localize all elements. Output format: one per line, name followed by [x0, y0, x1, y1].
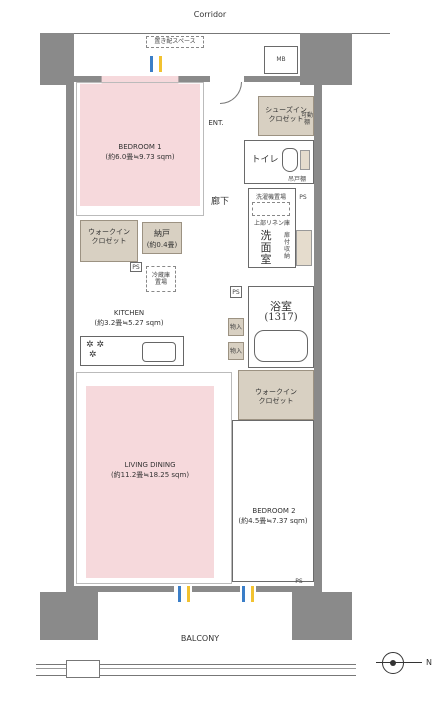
bathroom: [248, 286, 314, 368]
entrance-label: ENT.: [208, 119, 224, 127]
linen-shelf-label: 上部リネン庫: [253, 220, 290, 227]
ps3-label: PS: [232, 289, 240, 296]
wall-left: [66, 80, 74, 592]
storeroom-label: 納戸: [154, 229, 170, 238]
wall-bottom-mid: [192, 586, 240, 592]
balcony-railing: [36, 664, 356, 676]
fridge-space: [146, 266, 176, 292]
washroom-label: 洗 面 室: [260, 229, 272, 266]
kitchen-area: (約3.2畳≒5.27 sqm): [94, 319, 164, 327]
entrance-door: [220, 82, 242, 104]
compass-north: N: [426, 658, 432, 667]
balcony-label: BALCONY: [180, 634, 220, 643]
bedroom1-fill: [80, 76, 200, 206]
bedroom1-area: (約6.0畳≒9.73 sqm): [105, 153, 175, 161]
ps2-box: [130, 262, 142, 272]
stove-icon: ✲ ✲ ✲: [86, 340, 104, 360]
washroom: [248, 188, 296, 268]
delivery-space: [146, 36, 204, 48]
walkin-closet2: [238, 370, 314, 420]
kitchen-label: KITCHEN: [113, 309, 145, 317]
storage2-label: 物入: [229, 348, 242, 355]
storeroom-area: (約0.4畳): [146, 241, 178, 249]
delivery-space-label: 置き配スペース: [154, 38, 196, 45]
wall-bottom-left: [66, 586, 174, 592]
storeroom: [142, 222, 182, 254]
bedroom1-wall: [76, 82, 204, 216]
mb-label: MB: [276, 56, 286, 63]
balcony-railing-inner: [36, 668, 356, 669]
ps3-box: [230, 286, 242, 298]
fridge-space-label: 冷蔵庫 置場: [151, 272, 170, 286]
walkin-closet1: [80, 220, 138, 262]
vent-top-icon: [150, 56, 162, 72]
storage1: [228, 318, 244, 336]
storage2: [228, 342, 244, 360]
living-dining-area: (約11.2畳≒18.25 sqm): [110, 471, 190, 479]
toilet-shelf-label: 吊戸棚: [287, 176, 306, 183]
walkin-closet2-label: ウォークイン クロゼット: [255, 388, 297, 405]
column-bottom-right: [292, 592, 352, 640]
compass-dot: [390, 660, 396, 666]
toilet-sink: [300, 150, 310, 170]
bedroom2-wall: [232, 420, 314, 582]
bathtub: [254, 330, 308, 362]
ps2-label: PS: [132, 264, 140, 271]
washer-space-label: 洗濯機置場: [255, 194, 286, 201]
wall-top-mid: [166, 76, 210, 82]
shoes-closet-label: シューズイン クロゼット: [265, 106, 307, 123]
mb-box: [264, 46, 298, 74]
toilet-label: トイレ: [251, 155, 279, 165]
shoes-closet: [258, 96, 314, 136]
storage1-label: 物入: [229, 324, 242, 331]
vent-bottom-right-icon: [242, 586, 254, 602]
toilet-room: [244, 140, 314, 184]
walkin-closet1-label: ウォークイン クロゼット: [88, 228, 130, 245]
hallway-label: 廊下: [210, 197, 229, 207]
shoes-closet-shelf: 可動棚: [300, 112, 313, 126]
corridor-line: [40, 33, 390, 34]
wall-top-right: [244, 76, 322, 82]
washer-box: [252, 202, 290, 216]
living-dining-label: LIVING DINING: [124, 461, 176, 469]
balcony-unit: [66, 660, 100, 678]
bedroom2-label: BEDROOM 2: [252, 507, 296, 515]
bedroom2-area: (約4.5畳≒7.37 sqm): [238, 517, 308, 525]
ps1-label: PS: [299, 194, 307, 201]
kitchen-sink: [142, 342, 176, 362]
bathroom-size: (1317): [264, 312, 298, 323]
bathroom-label: 浴室: [270, 300, 292, 313]
living-dining-fill: [86, 386, 214, 578]
wall-bottom-right: [256, 586, 322, 592]
toilet-fixture: [282, 148, 298, 172]
corridor-label: Corridor: [193, 10, 227, 19]
wall-right: [314, 80, 322, 592]
living-dining-wall: [76, 372, 232, 584]
column-bottom-left: [40, 592, 98, 640]
bedroom1-label: BEDROOM 1: [118, 143, 162, 151]
vent-bottom-left-icon: [178, 586, 190, 602]
compass-icon: [382, 652, 404, 674]
washbasin: [296, 230, 312, 266]
ps4-label: PS: [295, 578, 303, 585]
storage-shelf-label: 扉付収納: [283, 232, 290, 260]
compass-line: [376, 662, 422, 663]
